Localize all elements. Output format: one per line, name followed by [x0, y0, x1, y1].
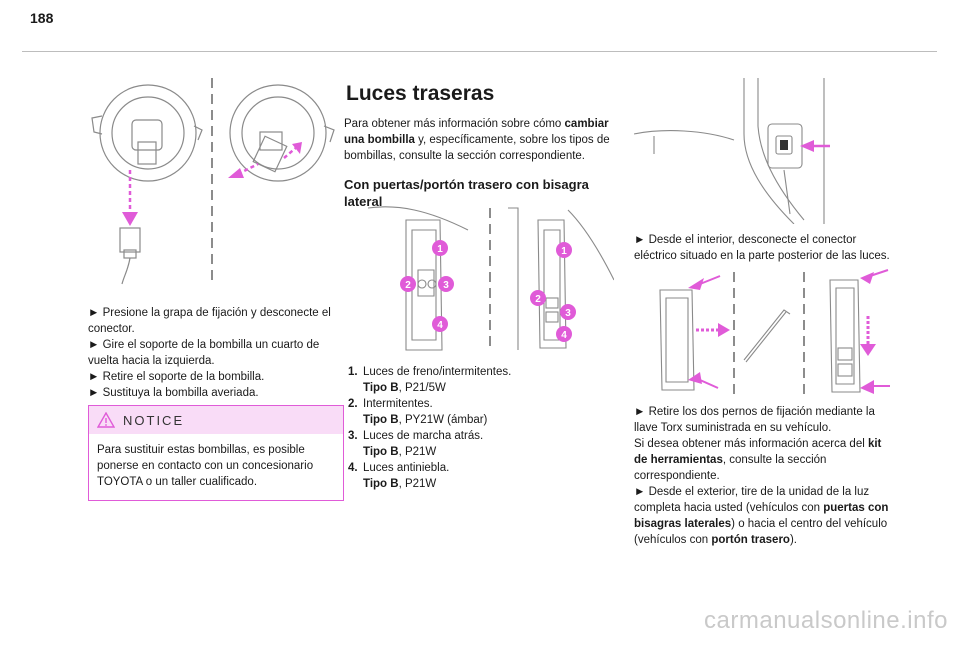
fog-lamp-figure [91, 78, 335, 285]
callout-group-right [530, 242, 576, 342]
intro-paragraph: Para obtener más información sobre cómo … [344, 118, 610, 162]
tool-kit-reference: Si desea obtener más información acerca … [634, 438, 882, 482]
warning-triangle-icon [97, 412, 115, 428]
header-divider [22, 51, 937, 52]
list-item: 1. Luces de freno/intermitentes.Tipo B, … [348, 366, 512, 394]
callout-4: 4 [437, 320, 443, 331]
list-item: 3. Luces de marcha atrás.Tipo B, P21W [348, 430, 484, 458]
bulb-list: 1. Luces de freno/intermitentes.Tipo B, … [348, 364, 608, 492]
removal-steps: ► Desde el interior, desconecte el conec… [634, 232, 896, 264]
callout-1: 1 [561, 246, 567, 257]
callout-1: 1 [437, 244, 443, 255]
list-item: 2. Intermitentes.Tipo B, PY21W (ámbar) [348, 398, 488, 426]
removal-steps-2: ► Retire los dos pernos de fijación medi… [634, 404, 896, 548]
callout-3: 3 [443, 280, 449, 291]
connector-figure [634, 78, 830, 224]
fog-lamp-steps: ► Presione la grapa de fijación y descon… [88, 305, 344, 401]
notice-title: NOTICE [123, 412, 185, 428]
notice-header: NOTICE [89, 406, 343, 434]
subsection-title: Con puertas/portón trasero con bisagra l… [344, 177, 589, 209]
callout-4: 4 [561, 330, 567, 341]
notice-text: Para sustituir estas bombillas, es posib… [97, 444, 314, 488]
step: ► Retire los dos pernos de fijación medi… [634, 406, 875, 434]
rear-lights-section: Luces traseras Para obtener más informac… [344, 82, 614, 210]
torx-removal-figure [659, 269, 890, 396]
callout-3: 3 [565, 308, 571, 319]
step: ► Desde el exterior, tire de la unidad d… [634, 486, 889, 546]
notice-box: NOTICE Para sustituir estas bombillas, e… [88, 405, 344, 501]
step: ► Retire el soporte de la bombilla. [88, 371, 265, 383]
callout-2: 2 [535, 294, 541, 305]
watermark: carmanualsonline.info [704, 607, 948, 634]
callout-2: 2 [405, 280, 411, 291]
page-number: 188 [30, 10, 54, 26]
section-title: Luces traseras [346, 82, 495, 105]
step: ► Gire el soporte de la bombilla un cuar… [88, 339, 320, 367]
step: ► Presione la grapa de fijación y descon… [88, 307, 331, 335]
callout-group-left [400, 240, 454, 332]
step: ► Sustituya la bombilla averiada. [88, 387, 259, 399]
step: ► Desde el interior, desconecte el conec… [634, 234, 890, 262]
rear-light-figure: 1 2 3 4 1 2 3 4 [368, 206, 614, 351]
list-item: 4. Luces antiniebla.Tipo B, P21W [348, 462, 450, 490]
